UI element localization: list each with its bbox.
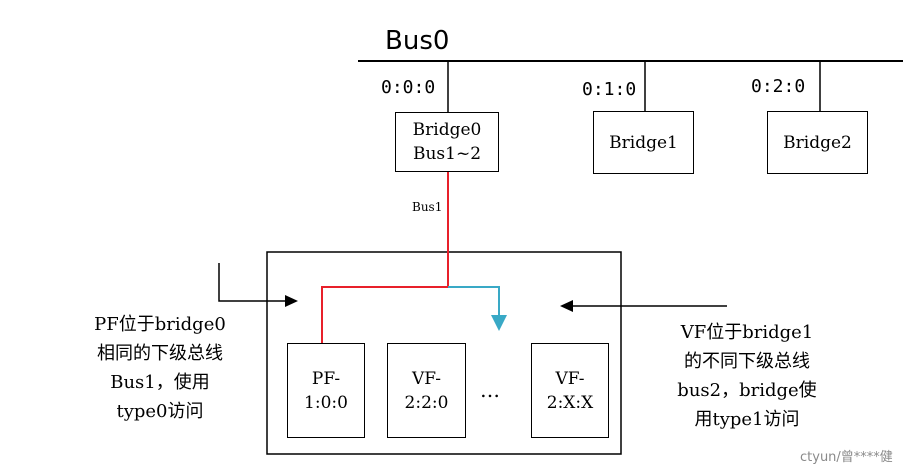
bridge1-address: 0:1:0 <box>582 79 637 100</box>
bridge2-box: Bridge2 <box>767 111 868 174</box>
vfn-bdf: 2:X:X <box>546 392 594 413</box>
left-pointer-line <box>218 263 286 302</box>
vf-note-line: 的不同下级总线 <box>684 351 810 372</box>
bridge2-address: 0:2:0 <box>751 76 806 97</box>
vf-note-line: VF位于bridge1 <box>680 322 814 343</box>
bridge1-name: Bridge1 <box>609 132 678 153</box>
pf-note-line: PF位于bridge0 <box>94 314 226 335</box>
vf1-bdf: 2:2:0 <box>404 392 449 413</box>
bridge0-name: Bridge0 <box>412 120 482 140</box>
pf-note-line: Bus1，使用 <box>110 372 210 393</box>
left-pointer-arrowhead <box>285 295 298 307</box>
vfn-name: VF- <box>555 368 585 389</box>
right-pointer-arrowhead <box>560 300 573 312</box>
vf-note-line: 用type1访问 <box>694 409 800 430</box>
device-box <box>266 251 622 455</box>
bridge1-box: Bridge1 <box>593 111 694 174</box>
pf-note: PF位于bridge0 相同的下级总线 Bus1，使用 type0访问 <box>62 310 258 426</box>
pf-note-line: type0访问 <box>116 401 204 422</box>
vf-note: VF位于bridge1 的不同下级总线 bus2，bridge使 用type1访… <box>642 318 852 434</box>
bridge0-box: Bridge0 Bus1~2 <box>395 112 499 172</box>
pf-note-line: 相同的下级总线 <box>97 343 223 364</box>
bridge0-bus-range: Bus1~2 <box>412 144 482 164</box>
vf1-name: VF- <box>411 368 442 389</box>
vf-box-1: VF- 2:2:0 <box>387 343 466 438</box>
bridge2-name: Bridge2 <box>783 132 852 153</box>
vf-box-n: VF- 2:X:X <box>531 343 609 438</box>
bus0-label: Bus0 <box>385 26 450 56</box>
ellipsis: … <box>480 378 500 402</box>
bridge0-address: 0:0:0 <box>381 77 436 98</box>
bus2-path <box>448 286 500 318</box>
pf-name: PF- <box>311 368 341 389</box>
vf-note-line: bus2，bridge使 <box>677 380 817 401</box>
pf-box: PF- 1:0:0 <box>287 343 365 438</box>
bus1-label: Bus1 <box>412 200 443 214</box>
pf-bdf: 1:0:0 <box>304 392 348 413</box>
watermark: ctyun/曾****健 <box>800 450 893 465</box>
bus1-path <box>321 172 449 343</box>
bus2-arrowhead <box>491 315 507 331</box>
